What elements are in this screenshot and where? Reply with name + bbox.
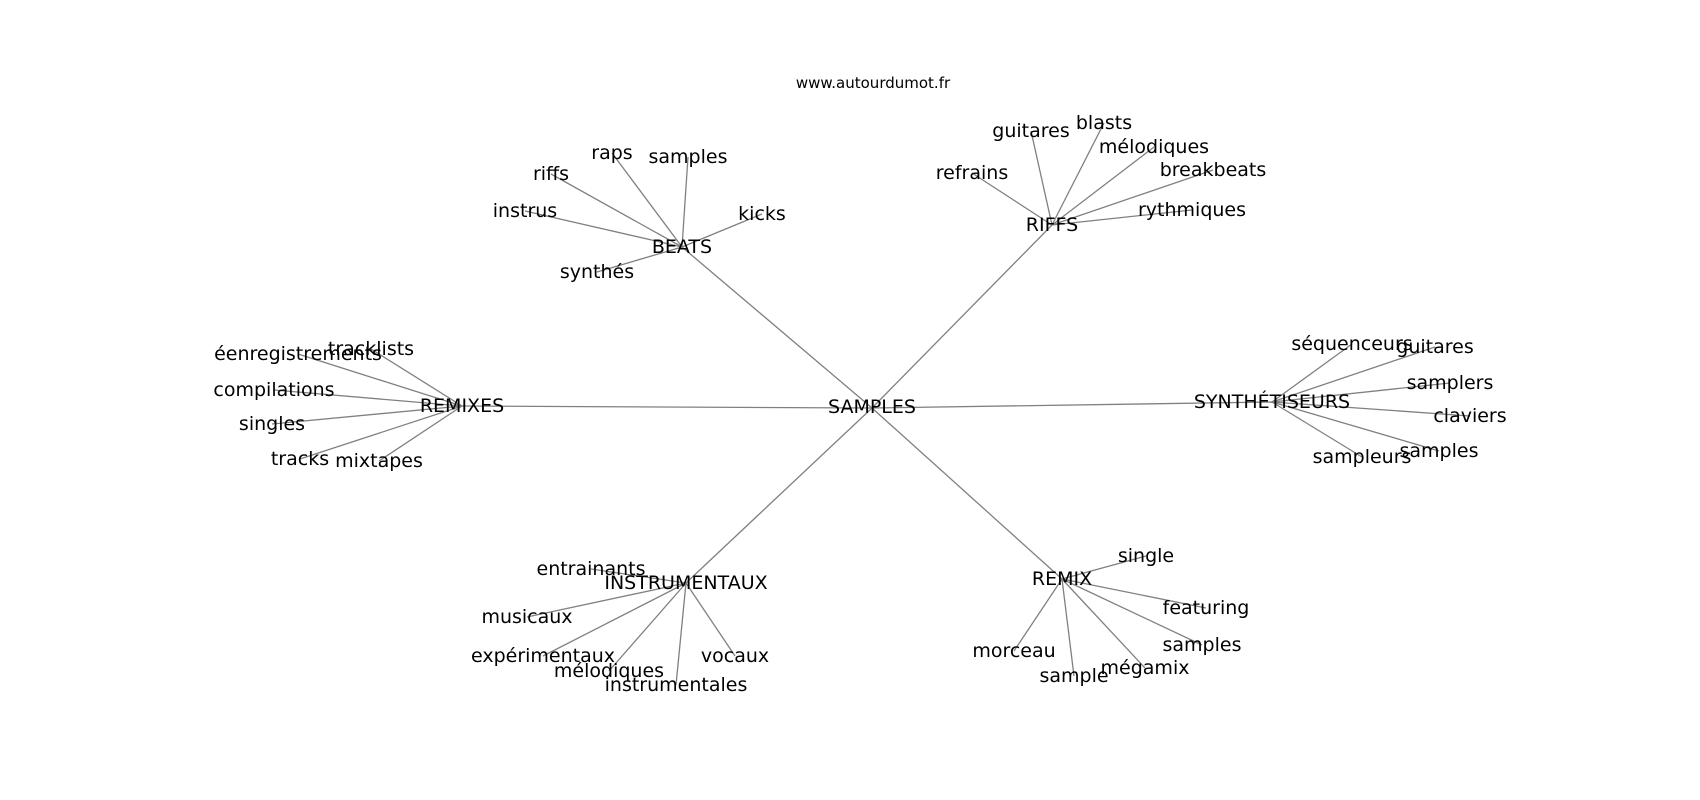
leaf-node-label: musicaux xyxy=(481,606,572,628)
hub-to-leaf-edge xyxy=(524,210,683,248)
hub-node-label: RIFFS xyxy=(1026,214,1078,236)
leaf-node-label: mélodiques xyxy=(554,660,664,682)
leaf-node-label: tracks xyxy=(271,448,329,470)
leaf-node-label: vocaux xyxy=(701,645,769,667)
center-to-hub-edge xyxy=(871,224,1053,409)
hub-to-leaf-edge xyxy=(271,405,463,425)
hub-to-leaf-edge xyxy=(550,173,683,248)
hub-to-leaf-edge xyxy=(542,582,687,657)
hub-to-leaf-edge xyxy=(1271,343,1353,403)
graph-edges xyxy=(271,122,1471,686)
center-to-hub-edge xyxy=(685,407,873,584)
leaf-node-label: expérimentaux xyxy=(471,645,615,667)
hub-to-leaf-edge xyxy=(297,353,463,407)
hub-to-leaf-edge xyxy=(1051,122,1105,226)
hub-to-leaf-edge xyxy=(1030,130,1053,226)
leaf-node-label: refrains xyxy=(936,162,1008,184)
hub-to-leaf-edge xyxy=(1271,401,1363,458)
hub-to-leaf-edge xyxy=(1061,578,1203,646)
hub-to-leaf-edge xyxy=(1271,382,1451,403)
center-to-hub-edge xyxy=(871,407,1063,580)
leaf-node-label: claviers xyxy=(1433,405,1506,427)
leaf-node-label: guitares xyxy=(992,120,1069,142)
hub-to-leaf-edge xyxy=(1271,346,1436,403)
leaf-node-label: compilations xyxy=(213,379,334,401)
leaf-node-label: samples xyxy=(649,146,728,168)
hub-to-leaf-edge xyxy=(299,405,463,460)
hub-to-leaf-edge xyxy=(971,172,1053,226)
hub-node-label: SYNTHÉTISEURS xyxy=(1194,390,1350,413)
leaf-node-label: single xyxy=(1118,545,1174,567)
center-to-hub-edge xyxy=(871,401,1273,409)
leaf-node-label: séquenceurs xyxy=(1291,333,1412,355)
leaf-node-label: mixtapes xyxy=(335,450,423,472)
hub-to-leaf-edge xyxy=(1051,146,1155,226)
leaf-node-label: synthés xyxy=(560,261,634,283)
hub-to-leaf-edge xyxy=(1061,578,1207,609)
leaf-node-label: samplers xyxy=(1407,372,1494,394)
hub-to-leaf-edge xyxy=(685,582,736,657)
leaf-node-label: instrus xyxy=(493,200,557,222)
leaf-node-label: mégamix xyxy=(1101,657,1190,679)
hub-to-leaf-edge xyxy=(1013,578,1063,652)
leaf-node-label: rythmiques xyxy=(1138,199,1246,221)
leaf-node-label: guitares xyxy=(1396,336,1473,358)
leaf-node-label: breakbeats xyxy=(1160,159,1267,181)
leaf-node-label: morceau xyxy=(972,640,1055,662)
hub-to-leaf-edge xyxy=(611,152,683,248)
hub-node-label: BEATS xyxy=(652,236,712,258)
leaf-node-label: entrainants xyxy=(537,558,646,580)
leaf-node-label: raps xyxy=(591,142,632,164)
hub-to-leaf-edge xyxy=(273,389,463,407)
hub-to-leaf-edge xyxy=(378,405,463,462)
leaf-node-label: samples xyxy=(1400,440,1479,462)
hub-to-leaf-edge xyxy=(1051,209,1193,226)
hub-to-leaf-edge xyxy=(526,582,687,618)
leaf-node-label: instrumentales xyxy=(605,674,748,696)
hub-to-leaf-edge xyxy=(608,582,687,672)
hub-node-label: INSTRUMENTAUX xyxy=(604,572,767,594)
hub-to-leaf-edge xyxy=(1051,169,1214,226)
leaf-node-label: mélodiques xyxy=(1099,136,1209,158)
center-node-label: SAMPLES xyxy=(828,396,916,418)
hub-to-leaf-edge xyxy=(596,246,683,273)
leaf-node-label: kicks xyxy=(738,203,786,225)
hub-to-leaf-edge xyxy=(1271,401,1471,417)
graph-labels: www.autourdumot.fr SAMPLES raps samples ri… xyxy=(213,74,1506,696)
leaf-node-label: tracklists xyxy=(328,338,414,360)
center-to-hub-edge xyxy=(461,405,873,409)
leaf-node-label: featuring xyxy=(1163,597,1250,619)
hub-to-leaf-edge xyxy=(590,568,687,584)
hub-to-leaf-edge xyxy=(675,582,687,686)
leaf-node-label: sample xyxy=(1039,665,1108,687)
watermark-text: www.autourdumot.fr xyxy=(796,74,951,92)
hub-node-label: REMIXES xyxy=(420,395,504,417)
hub-to-leaf-edge xyxy=(1271,401,1440,452)
leaf-node-label: blasts xyxy=(1076,112,1132,134)
hub-to-leaf-edge xyxy=(370,348,463,407)
hub-to-leaf-edge xyxy=(681,156,689,248)
leaf-node-label: singles xyxy=(239,413,305,435)
hub-to-leaf-edge xyxy=(681,213,763,248)
hub-to-leaf-edge xyxy=(1061,555,1147,580)
leaf-node-label: samples xyxy=(1163,634,1242,656)
hub-to-leaf-edge xyxy=(1061,578,1075,677)
leaf-node-label: riffs xyxy=(533,163,569,185)
center-to-hub-edge xyxy=(681,246,873,409)
hub-to-leaf-edge xyxy=(1061,578,1146,669)
hub-node-label: REMIX xyxy=(1032,568,1092,590)
leaf-node-label: éenregistrements xyxy=(214,343,382,365)
leaf-node-label: sampleurs xyxy=(1313,446,1412,468)
